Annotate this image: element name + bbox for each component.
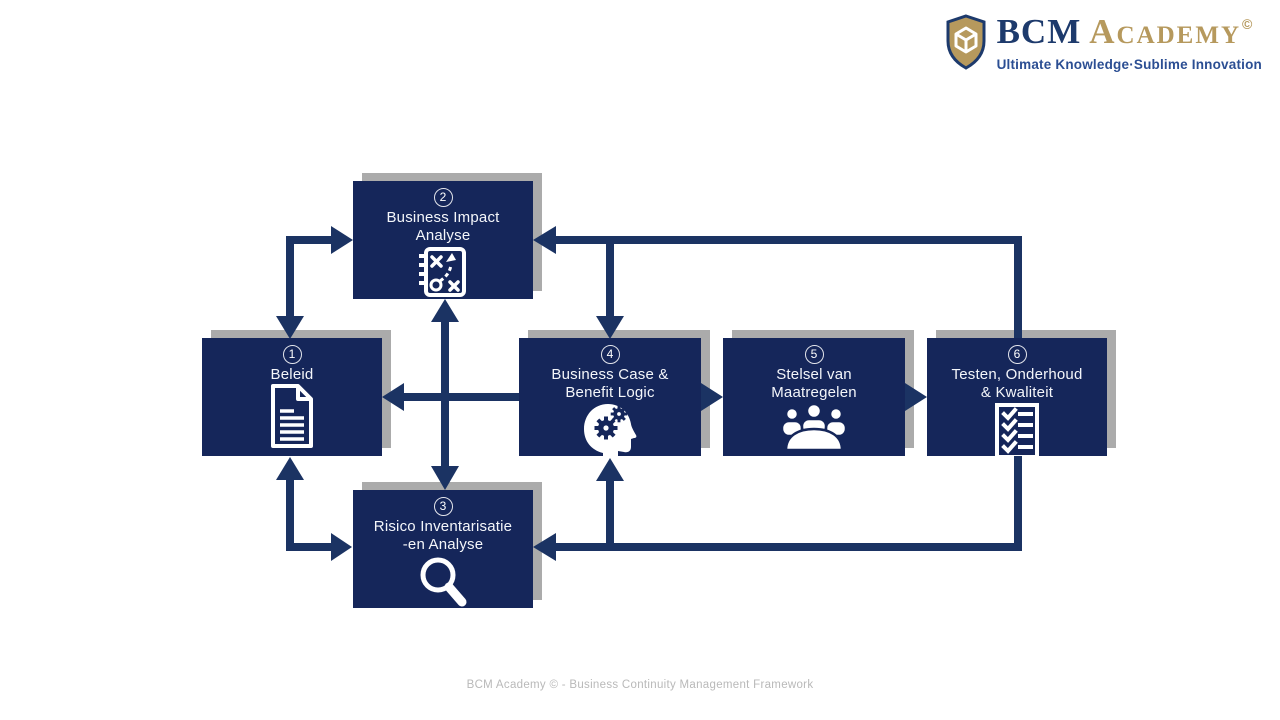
connector-businesscase-stelsel bbox=[701, 383, 723, 411]
node-title: Business Impact Analyse bbox=[386, 209, 500, 244]
connector-stelsel-testen bbox=[905, 383, 927, 411]
connector-beleid-bia bbox=[276, 226, 353, 339]
node-title: Business Case & Benefit Logic bbox=[551, 366, 669, 401]
node-title: Risico Inventarisatie -en Analyse bbox=[373, 518, 513, 553]
document-icon bbox=[271, 384, 313, 448]
step-number-badge: 6 bbox=[1007, 345, 1027, 364]
head-gears-icon bbox=[584, 404, 637, 464]
checklist-icon bbox=[995, 403, 1039, 459]
brand-academy: Academy bbox=[1089, 12, 1241, 51]
node-risico-inventarisatie: 3 Risico Inventarisatie -en Analyse bbox=[353, 490, 533, 608]
bcm-academy-logo: BCM Academy © Ultimate Knowledge·Sublime… bbox=[944, 14, 1262, 72]
connector-beleid-risico bbox=[276, 457, 352, 561]
connector-testen-bia-top bbox=[533, 226, 1022, 339]
bcm-shield-icon bbox=[946, 14, 986, 70]
step-number-badge: 1 bbox=[282, 345, 302, 364]
node-title: Testen, Onderhoud & Kwaliteit bbox=[951, 366, 1083, 401]
connector-businesscase-beleid bbox=[382, 383, 519, 411]
people-icon bbox=[781, 402, 847, 450]
node-business-impact-analyse: 2 Business Impact Analyse bbox=[353, 181, 533, 299]
node-stelsel-van-maatregelen: 5 Stelsel van Maatregelen bbox=[723, 338, 905, 456]
node-beleid: 1 Beleid bbox=[202, 338, 382, 456]
step-number-badge: 4 bbox=[600, 345, 620, 364]
connector-bia-risico bbox=[431, 299, 459, 490]
node-testen-onderhoud-kwaliteit: 6 Testen, Onderhoud & Kwaliteit bbox=[927, 338, 1107, 459]
footer-caption: BCM Academy © - Business Continuity Mana… bbox=[466, 679, 814, 691]
connector-testen-risico-bottom bbox=[533, 456, 1022, 561]
node-title: Beleid bbox=[270, 366, 314, 383]
magnifier-icon bbox=[420, 557, 467, 607]
step-number-badge: 5 bbox=[804, 345, 824, 364]
brand-bcm: BCM bbox=[996, 12, 1082, 51]
copyright-mark: © bbox=[1242, 16, 1253, 32]
step-number-badge: 2 bbox=[433, 188, 453, 207]
strategy-icon bbox=[419, 247, 466, 297]
step-number-badge: 3 bbox=[433, 497, 453, 516]
brand-tagline: Ultimate Knowledge·Sublime Innovation bbox=[996, 57, 1262, 72]
brand-name: BCM Academy © bbox=[997, 14, 1262, 56]
node-title: Stelsel van Maatregelen bbox=[771, 366, 857, 401]
node-business-case-benefit-logic: 4 Business Case & Benefit Logic bbox=[519, 338, 701, 464]
